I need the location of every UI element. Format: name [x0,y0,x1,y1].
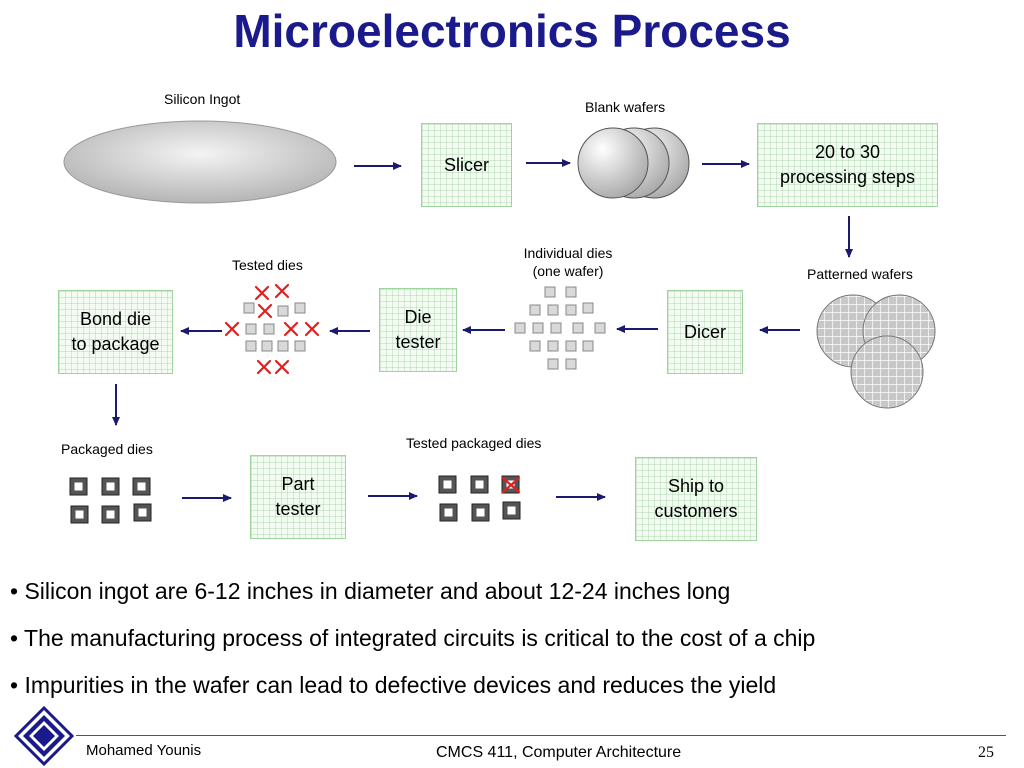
bullet-list: • Silicon ingot are 6-12 inches in diame… [10,568,1020,709]
dicer-box: Dicer [667,290,743,374]
slicer-label: Slicer [443,154,489,175]
label-silicon-ingot: Silicon Ingot [164,91,241,107]
tested-dies [243,302,306,352]
slide-title: Microelectronics Process [233,5,791,57]
bullet-item: • Impurities in the wafer can lead to de… [10,672,777,698]
ship-to-customers-box: Ship to customers [635,457,757,541]
dicer-label: Dicer [683,321,726,342]
blank-wafers [577,127,690,199]
individual-dies [514,286,606,370]
processing-steps-box: 20 to 30 processing steps [757,123,938,207]
footer-divider [76,735,1006,736]
label-individual-dies: Individual dies (one wafer) [508,244,628,280]
part-tester-box: Part tester [250,455,346,539]
label-tested-packaged-dies: Tested packaged dies [406,435,542,451]
bond-die-box: Bond die to package [58,290,173,374]
page-number: 25 [978,744,994,761]
slicer-box: Slicer [421,123,512,207]
part-tester-label: Part tester [275,474,321,519]
defect-x-marks [224,283,320,375]
flow-arrows [112,159,853,502]
ship-to-customers-label: Ship to customers [654,476,738,521]
csee-umbc-logo [14,706,74,766]
label-tested-dies: Tested dies [232,257,303,273]
packaged-dies [69,477,152,524]
label-packaged-dies: Packaged dies [61,441,153,457]
processing-steps-label: 20 to 30 processing steps [779,142,916,187]
bullet-item: • The manufacturing process of integrate… [10,625,816,651]
footer-author: Mohamed Younis [86,742,202,759]
tested-packaged-dies [438,475,521,522]
label-patterned-wafers: Patterned wafers [807,266,913,282]
label-individual-dies-line2: (one wafer) [532,263,604,279]
silicon-ingot [63,120,337,204]
patterned-wafers [816,294,936,409]
footer-course: CMCS 411, Computer Architecture [436,744,682,761]
bond-die-label: Bond die to package [71,309,160,354]
label-blank-wafers: Blank wafers [585,99,666,115]
bullet-item: • Silicon ingot are 6-12 inches in diame… [10,578,731,604]
label-individual-dies-line1: Individual dies [523,245,613,261]
process-diagram [63,120,936,524]
die-tester-label: Die tester [395,307,441,352]
die-tester-box: Die tester [379,288,457,372]
